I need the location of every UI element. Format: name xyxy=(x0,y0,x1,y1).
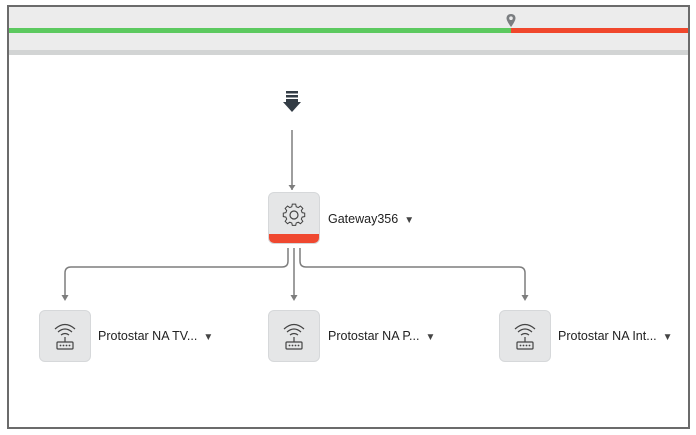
wifi-router-icon xyxy=(283,323,305,350)
child-label-1[interactable]: Protostar NA TV... ▼ xyxy=(98,329,213,343)
caret-down-icon[interactable]: ▼ xyxy=(425,332,436,343)
map-pin-icon[interactable] xyxy=(505,13,517,29)
child-label-2[interactable]: Protostar NA P... ▼ xyxy=(328,329,435,343)
link-gateway-child-1 xyxy=(64,248,289,298)
child-node-2[interactable] xyxy=(268,310,320,362)
gateway-label[interactable]: Gateway356 ▼ xyxy=(328,212,414,226)
timeline-divider xyxy=(9,50,688,55)
child-node-3[interactable] xyxy=(499,310,551,362)
timeline-healthy-segment xyxy=(9,28,512,33)
child-name: Protostar NA TV... xyxy=(98,329,198,343)
wifi-router-icon xyxy=(54,323,76,350)
caret-down-icon[interactable]: ▼ xyxy=(404,215,415,226)
topology-panel: Gateway356 ▼ Protostar NA TV... ▼ xyxy=(7,5,690,429)
gateway-status-bar xyxy=(269,234,319,243)
topology-links xyxy=(61,91,529,301)
download-arrow-icon xyxy=(283,91,301,112)
caret-down-icon[interactable]: ▼ xyxy=(203,332,214,343)
timeline-alert-segment xyxy=(511,28,688,33)
child-node-1[interactable] xyxy=(39,310,91,362)
child-label-3[interactable]: Protostar NA Int... ▼ xyxy=(558,329,673,343)
child-name: Protostar NA P... xyxy=(328,329,420,343)
topology-canvas: Gateway356 ▼ Protostar NA TV... ▼ xyxy=(9,55,688,427)
caret-down-icon[interactable]: ▼ xyxy=(662,332,673,343)
link-gateway-child-3 xyxy=(299,248,526,298)
gateway-node[interactable] xyxy=(268,192,320,244)
timeline-bar[interactable] xyxy=(9,7,688,50)
child-name: Protostar NA Int... xyxy=(558,329,657,343)
gateway-name: Gateway356 xyxy=(328,212,399,226)
gear-icon xyxy=(282,203,306,226)
wifi-router-icon xyxy=(514,323,536,350)
